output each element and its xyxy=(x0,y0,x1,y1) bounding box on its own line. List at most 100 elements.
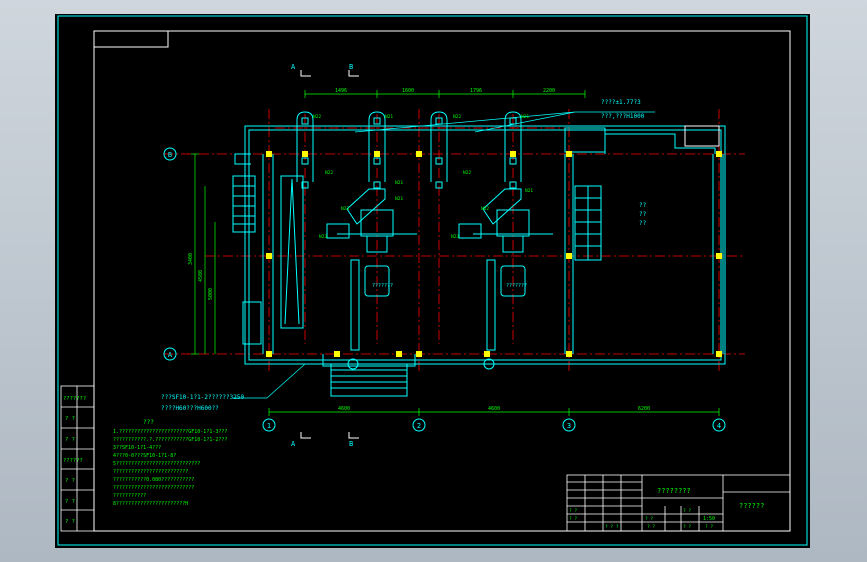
title-block xyxy=(566,474,791,532)
pipe-valve xyxy=(509,117,517,125)
reducer xyxy=(458,223,482,239)
room-text-3: ?? xyxy=(639,220,647,227)
side-table-cell: ?????? xyxy=(63,458,83,464)
notes-line: ??????????????????????????? xyxy=(113,485,194,491)
section-mark-a-top: A xyxy=(291,63,296,71)
section-mark-b-bottom: B xyxy=(349,440,353,448)
pump-coupling xyxy=(502,235,524,253)
pipe-valve xyxy=(301,117,309,125)
drain-fitting xyxy=(347,358,359,370)
stairs xyxy=(232,175,602,329)
dim-top-1: 1496 xyxy=(335,88,347,94)
title-cell: ? ? xyxy=(645,516,653,522)
drawing-sheet: A B A B B A 1 2 3 4 1496 1600 1 xyxy=(55,14,810,548)
title-cell: ? ? xyxy=(569,516,577,522)
notes-line: 3??SF10-1?1-4??? xyxy=(113,445,161,451)
column-marker xyxy=(266,253,272,259)
title-cell: ? ? xyxy=(683,508,691,514)
pipe-tag: N21 xyxy=(395,196,403,202)
title-cell: ? ? ? xyxy=(605,524,619,530)
pipe-valve xyxy=(301,181,309,189)
column-marker xyxy=(566,351,572,357)
pipe-valve xyxy=(301,157,309,165)
pipe-tag: N23 xyxy=(319,234,327,240)
grid-label-b: B xyxy=(168,151,172,159)
pipe-tag: N23 xyxy=(451,234,459,240)
pipe-valve xyxy=(435,181,443,189)
dim-bottom-3: 6200 xyxy=(638,406,650,412)
corner-tag-box xyxy=(93,30,169,48)
room-text-1: ?? xyxy=(639,202,647,209)
pipe-tag: N21 xyxy=(525,188,533,194)
column-marker xyxy=(266,151,272,157)
level-note-2: ???,???H1000 xyxy=(601,113,645,120)
side-table-cell: ??????? xyxy=(63,396,86,402)
section-mark-a-bottom: A xyxy=(291,440,296,448)
side-table-cell: ? ? xyxy=(65,519,75,525)
drain-fitting xyxy=(483,358,495,370)
section-mark-b-top: B xyxy=(349,63,353,71)
pipe-tag: N23 xyxy=(341,206,349,212)
column-marker xyxy=(510,151,516,157)
pump-motor xyxy=(500,265,526,297)
entrance-ramp xyxy=(322,354,416,397)
pipe-tag: N22 xyxy=(481,206,489,212)
column-marker xyxy=(716,151,722,157)
level-note-1: ????±1.77?3 xyxy=(601,99,641,106)
dim-bottom-1: 4600 xyxy=(338,406,350,412)
pump-units xyxy=(296,111,553,370)
side-table-cell: ? ? xyxy=(65,416,75,422)
level-leader xyxy=(354,111,655,133)
side-table-cell: ? ? xyxy=(65,437,75,443)
column-marker xyxy=(566,253,572,259)
side-table xyxy=(60,385,95,532)
pipe-valve xyxy=(373,117,381,125)
dim-left-2: 4500 xyxy=(198,270,204,282)
bottom-note-1: ???SF10-1?1-2??????3250 xyxy=(161,394,244,401)
title-cell: ? ? xyxy=(683,524,691,530)
column-marker xyxy=(334,351,340,357)
pipe-loop xyxy=(368,111,386,182)
scale-value: 1:50 xyxy=(703,516,715,522)
pipe-valve xyxy=(435,117,443,125)
column-marker xyxy=(716,253,722,259)
notes-body: 1.???????????????????????GF10-1?1-3??? ?… xyxy=(113,429,227,507)
support-column xyxy=(350,259,360,351)
bottom-note-2: ????H60???H600?? xyxy=(161,405,219,412)
column-marker xyxy=(416,151,422,157)
motor-label-1: ??????? xyxy=(372,283,393,289)
dimension-lines xyxy=(191,90,720,416)
grid-label-2: 2 xyxy=(417,422,421,430)
dimension-texts: 1496 1600 1796 2200 4600 4600 6200 3400 … xyxy=(188,88,650,412)
pipe-tags: N22 N21 N22 N21 N21 N22 N21 N22 N23 N21 … xyxy=(313,114,533,240)
side-table-cell: ? ? xyxy=(65,499,75,505)
pipe-loop xyxy=(430,111,448,182)
title-block-cells: ? ? ? ? ? ? ? ? ? ? ? ? ? ? ? ? ? xyxy=(569,508,713,530)
support-column xyxy=(486,259,496,351)
notes-line: ???????????.?.???????????GF10-1?1-2??? xyxy=(113,437,227,443)
axis-grid xyxy=(163,109,745,374)
grid-label-3: 3 xyxy=(567,422,571,430)
notes-line: 1.???????????????????????GF10-1?1-3??? xyxy=(113,429,227,435)
column-marker xyxy=(484,351,490,357)
motor-label-2: ??????? xyxy=(506,283,527,289)
grid-label-a: A xyxy=(168,351,173,359)
grid-label-4: 4 xyxy=(717,422,721,430)
notes-line: 4???0-0???SF10-1?1-8? xyxy=(113,453,176,459)
pipe-tag: N21 xyxy=(385,114,393,120)
elbow-pipe xyxy=(346,188,386,225)
column-marker xyxy=(374,151,380,157)
pipe-tag: N21 xyxy=(521,114,529,120)
dim-top-3: 1796 xyxy=(470,88,482,94)
pump-coupling xyxy=(366,235,388,253)
column-marker xyxy=(302,151,308,157)
pipe-tag: N22 xyxy=(463,170,471,176)
pipe-valve xyxy=(373,157,381,165)
pipe-valve xyxy=(509,181,517,189)
notes-title: ??? xyxy=(143,419,154,426)
dim-bottom-2: 4600 xyxy=(488,406,500,412)
bottom-note-leader xyxy=(233,363,306,399)
grid-bubbles xyxy=(163,147,726,432)
elbow-pipe xyxy=(482,188,522,225)
